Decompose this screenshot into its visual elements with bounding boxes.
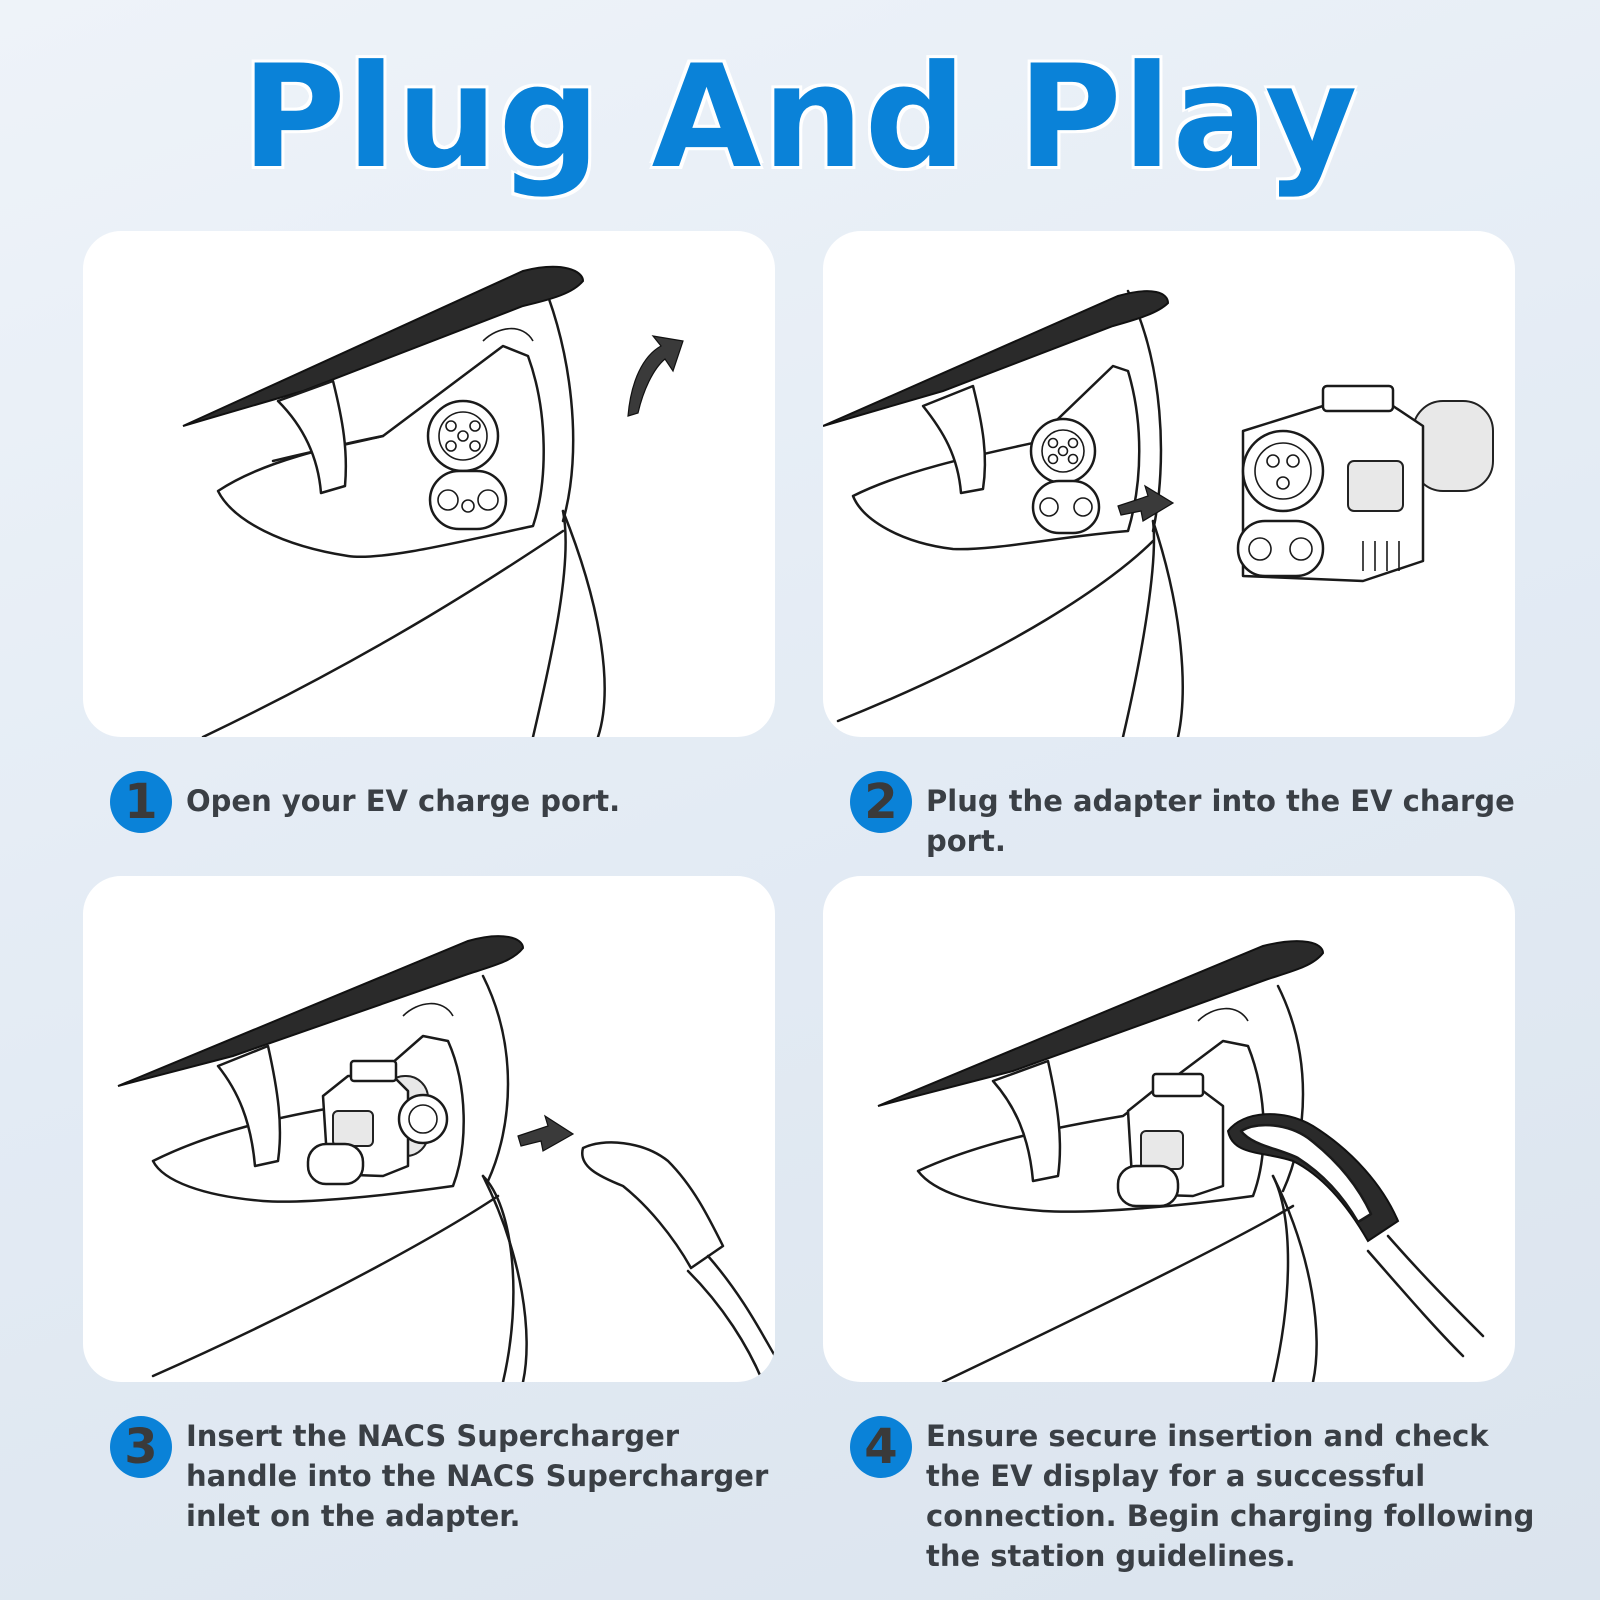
step-4-text: Ensure secure insertion and check the EV… — [926, 1419, 1535, 1573]
supercharger-handle-icon — [580, 1141, 775, 1382]
step-1-badge: 1 — [110, 771, 172, 833]
handle-insert-illustration — [117, 935, 775, 1382]
adapter-icon — [1236, 384, 1494, 583]
step-4-illustration — [823, 876, 1515, 1382]
adapter-insert-illustration — [823, 289, 1494, 737]
adapter-in-port-icon — [306, 1059, 449, 1186]
charge-port-open-illustration — [182, 265, 684, 737]
step-2-badge: 2 — [850, 771, 912, 833]
adapter-in-port-icon — [1116, 1072, 1225, 1208]
step-4: 4 Ensure secure insertion and check the … — [850, 1416, 1550, 1576]
step-2-text: Plug the adapter into the EV charge port… — [926, 784, 1515, 858]
step-2-illustration — [823, 231, 1515, 737]
step-3: 3 Insert the NACS Supercharger handle in… — [110, 1416, 770, 1536]
page-title: Plug And Play — [241, 35, 1359, 200]
step-1-illustration — [83, 231, 775, 737]
step-1-text: Open your EV charge port. — [186, 784, 621, 818]
step-3-text: Insert the NACS Supercharger handle into… — [186, 1419, 769, 1533]
charging-connected-illustration — [877, 940, 1485, 1382]
step-4-badge: 4 — [850, 1416, 912, 1478]
step-1: 1 Open your EV charge port. — [110, 771, 620, 833]
step-2: 2 Plug the adapter into the EV charge po… — [850, 771, 1600, 861]
supercharger-handle-icon — [1226, 1113, 1485, 1358]
step-3-illustration — [83, 876, 775, 1382]
step-3-badge: 3 — [110, 1416, 172, 1478]
